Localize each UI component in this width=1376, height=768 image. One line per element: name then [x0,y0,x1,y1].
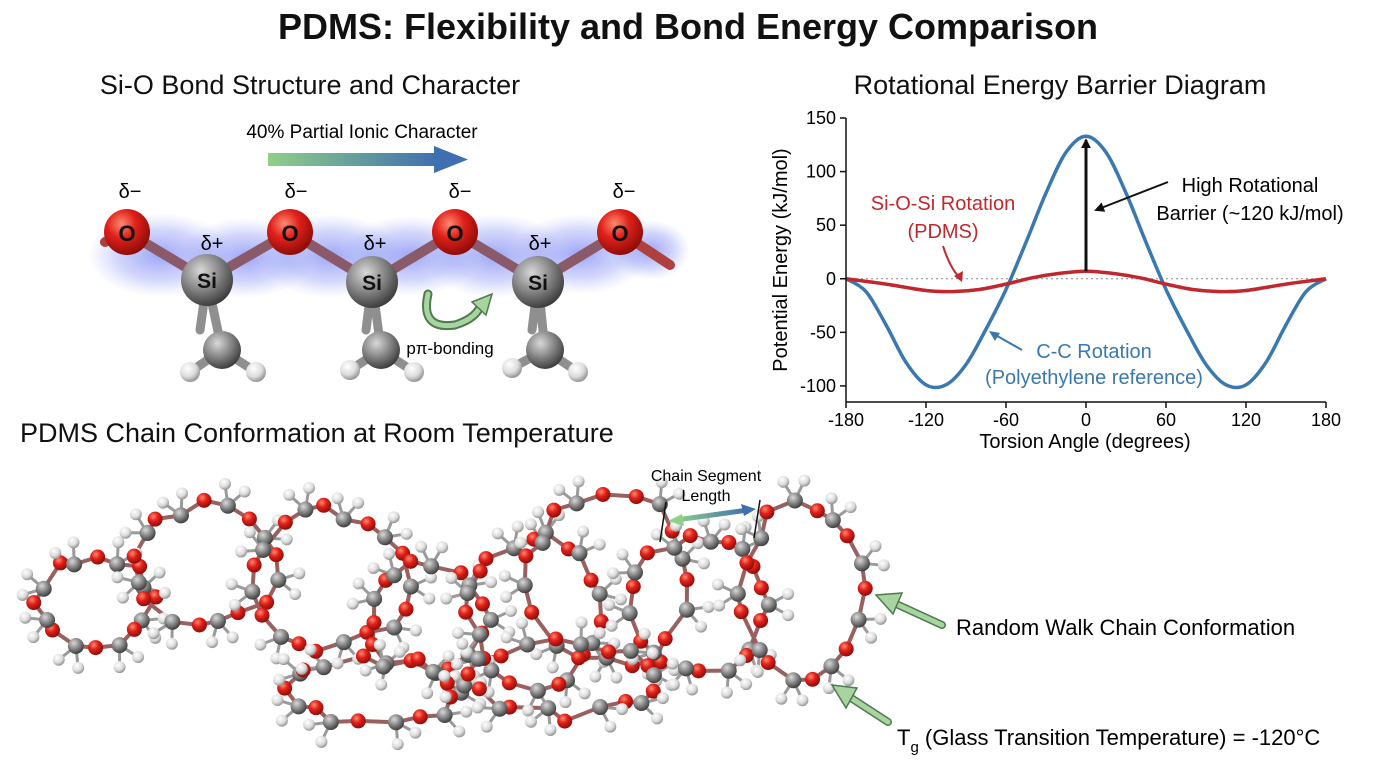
x-tick-label: -180 [828,410,864,430]
svg-text:Si: Si [362,272,382,295]
svg-text:Si: Si [528,272,548,295]
random-walk-label: Random Walk Chain Conformation [956,615,1295,640]
p-pi-bonding-label: pπ-bonding [406,339,493,358]
sio-label-pointer [942,245,961,279]
sio-series-label-line2: (PDMS) [907,221,978,243]
chain-atoms [16,474,890,751]
y-tick-label: -100 [800,376,836,396]
y-tick-label: -50 [810,322,836,342]
segment-length-marker [659,499,761,543]
hydrogen-atoms [180,358,588,382]
page-title: PDMS: Flexibility and Bond Energy Compar… [277,6,1099,47]
x-axis-label: Torsion Angle (degrees) [979,431,1190,453]
x-tick-label: -120 [908,410,944,430]
bond-panel-title: Si-O Bond Structure and Character [99,70,521,100]
oxygen-atom: O [104,209,150,255]
sio-series-label-line1: Si-O-Si Rotation [871,193,1016,215]
y-tick-label: 150 [806,108,836,128]
cc-series-label-line1: C-C Rotation [1036,341,1152,363]
sio-rotation-curve [845,269,1327,294]
delta-minus-label: δ− [613,181,636,203]
delta-minus-label: δ− [449,181,472,203]
barrier-annotation-line1: High Rotational [1182,175,1319,197]
ionic-character-arrow [268,146,468,173]
svg-text:O: O [611,221,628,246]
svg-text:Si: Si [197,270,217,293]
oxygen-atom: O [597,209,643,255]
delta-plus-label: δ+ [201,233,224,255]
carbon-atoms [203,331,564,369]
cc-rotation-curve [845,134,1327,390]
x-tick-label: 0 [1081,410,1091,430]
silicon-atom: Si [346,256,398,308]
x-tick-label: -60 [993,410,1019,430]
x-tick-label: 180 [1311,410,1341,430]
barrier-annotation-line2: Barrier (~120 kJ/mol) [1156,203,1343,225]
segment-length-label-line2: Length [682,488,731,505]
y-tick-label: 50 [816,215,836,235]
sio-label-pointer-head [954,271,963,282]
random-walk-arrow [874,592,946,629]
x-tick-label: 120 [1231,410,1261,430]
y-tick-label: 0 [826,269,836,289]
oxygen-atom: O [267,209,313,255]
delta-plus-label: δ+ [364,233,387,255]
y-tick-label: 100 [806,162,836,182]
chain-conformation-diagram: Chain Segment Length Random Walk Chain C… [16,468,1320,756]
glass-transition-label: Tg (Glass Transition Temperature) = -120… [897,725,1320,756]
svg-text:O: O [446,221,463,246]
bond-structure-diagram: 40% Partial Ionic Character [88,122,690,382]
cc-series-label-line2: (Polyethylene reference) [985,367,1203,389]
ionic-character-label: 40% Partial Ionic Character [246,122,478,143]
svg-text:O: O [118,221,135,246]
x-tick-label: 60 [1156,410,1176,430]
chart-panel-title: Rotational Energy Barrier Diagram [853,70,1267,100]
glass-transition-arrow [830,684,892,726]
delta-minus-label: δ− [285,181,308,203]
delta-plus-label: δ+ [529,233,552,255]
svg-text:O: O [281,221,298,246]
silicon-atom: Si [512,256,564,308]
p-pi-bonding-arrow [422,289,494,331]
rotational-energy-chart: -180 -120 -60 0 60 120 180 -100 -50 0 50 100 150 Tor… [770,108,1344,453]
delta-minus-label: δ− [119,181,142,203]
y-axis-label: Potential Energy (kJ/mol) [770,148,792,371]
segment-length-label-line1: Chain Segment [651,468,762,485]
barrier-annotation-pointer [1094,181,1169,212]
conformation-panel-title: PDMS Chain Conformation at Room Temperat… [20,418,614,448]
oxygen-atom: O [432,209,478,255]
silicon-atom: Si [181,254,233,306]
cc-label-pointer-head [989,331,1000,341]
